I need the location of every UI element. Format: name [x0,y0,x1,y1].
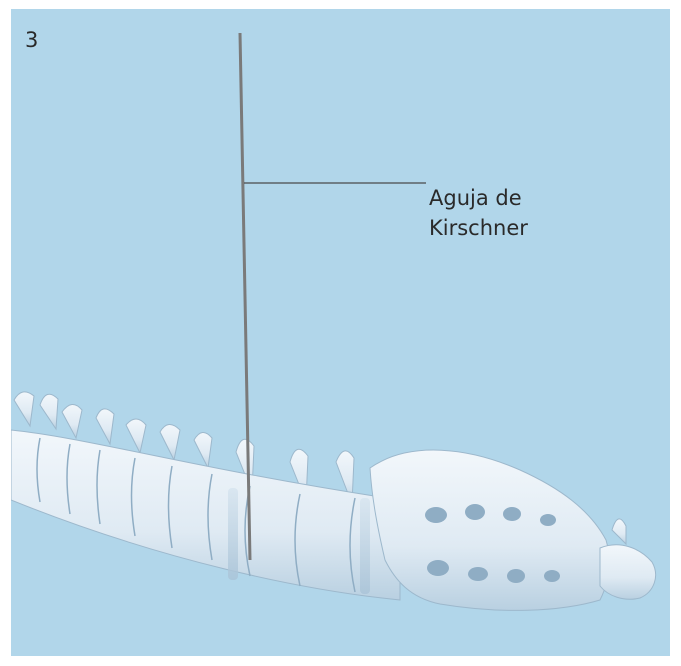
kirschner-wire-label: Aguja de Kirschner [429,183,528,243]
sacrum [370,450,656,610]
step-number: 3 [25,28,38,52]
kirschner-wire-label-line1: Aguja de [429,183,528,213]
kirschner-wire-label-line2: Kirschner [429,213,528,243]
